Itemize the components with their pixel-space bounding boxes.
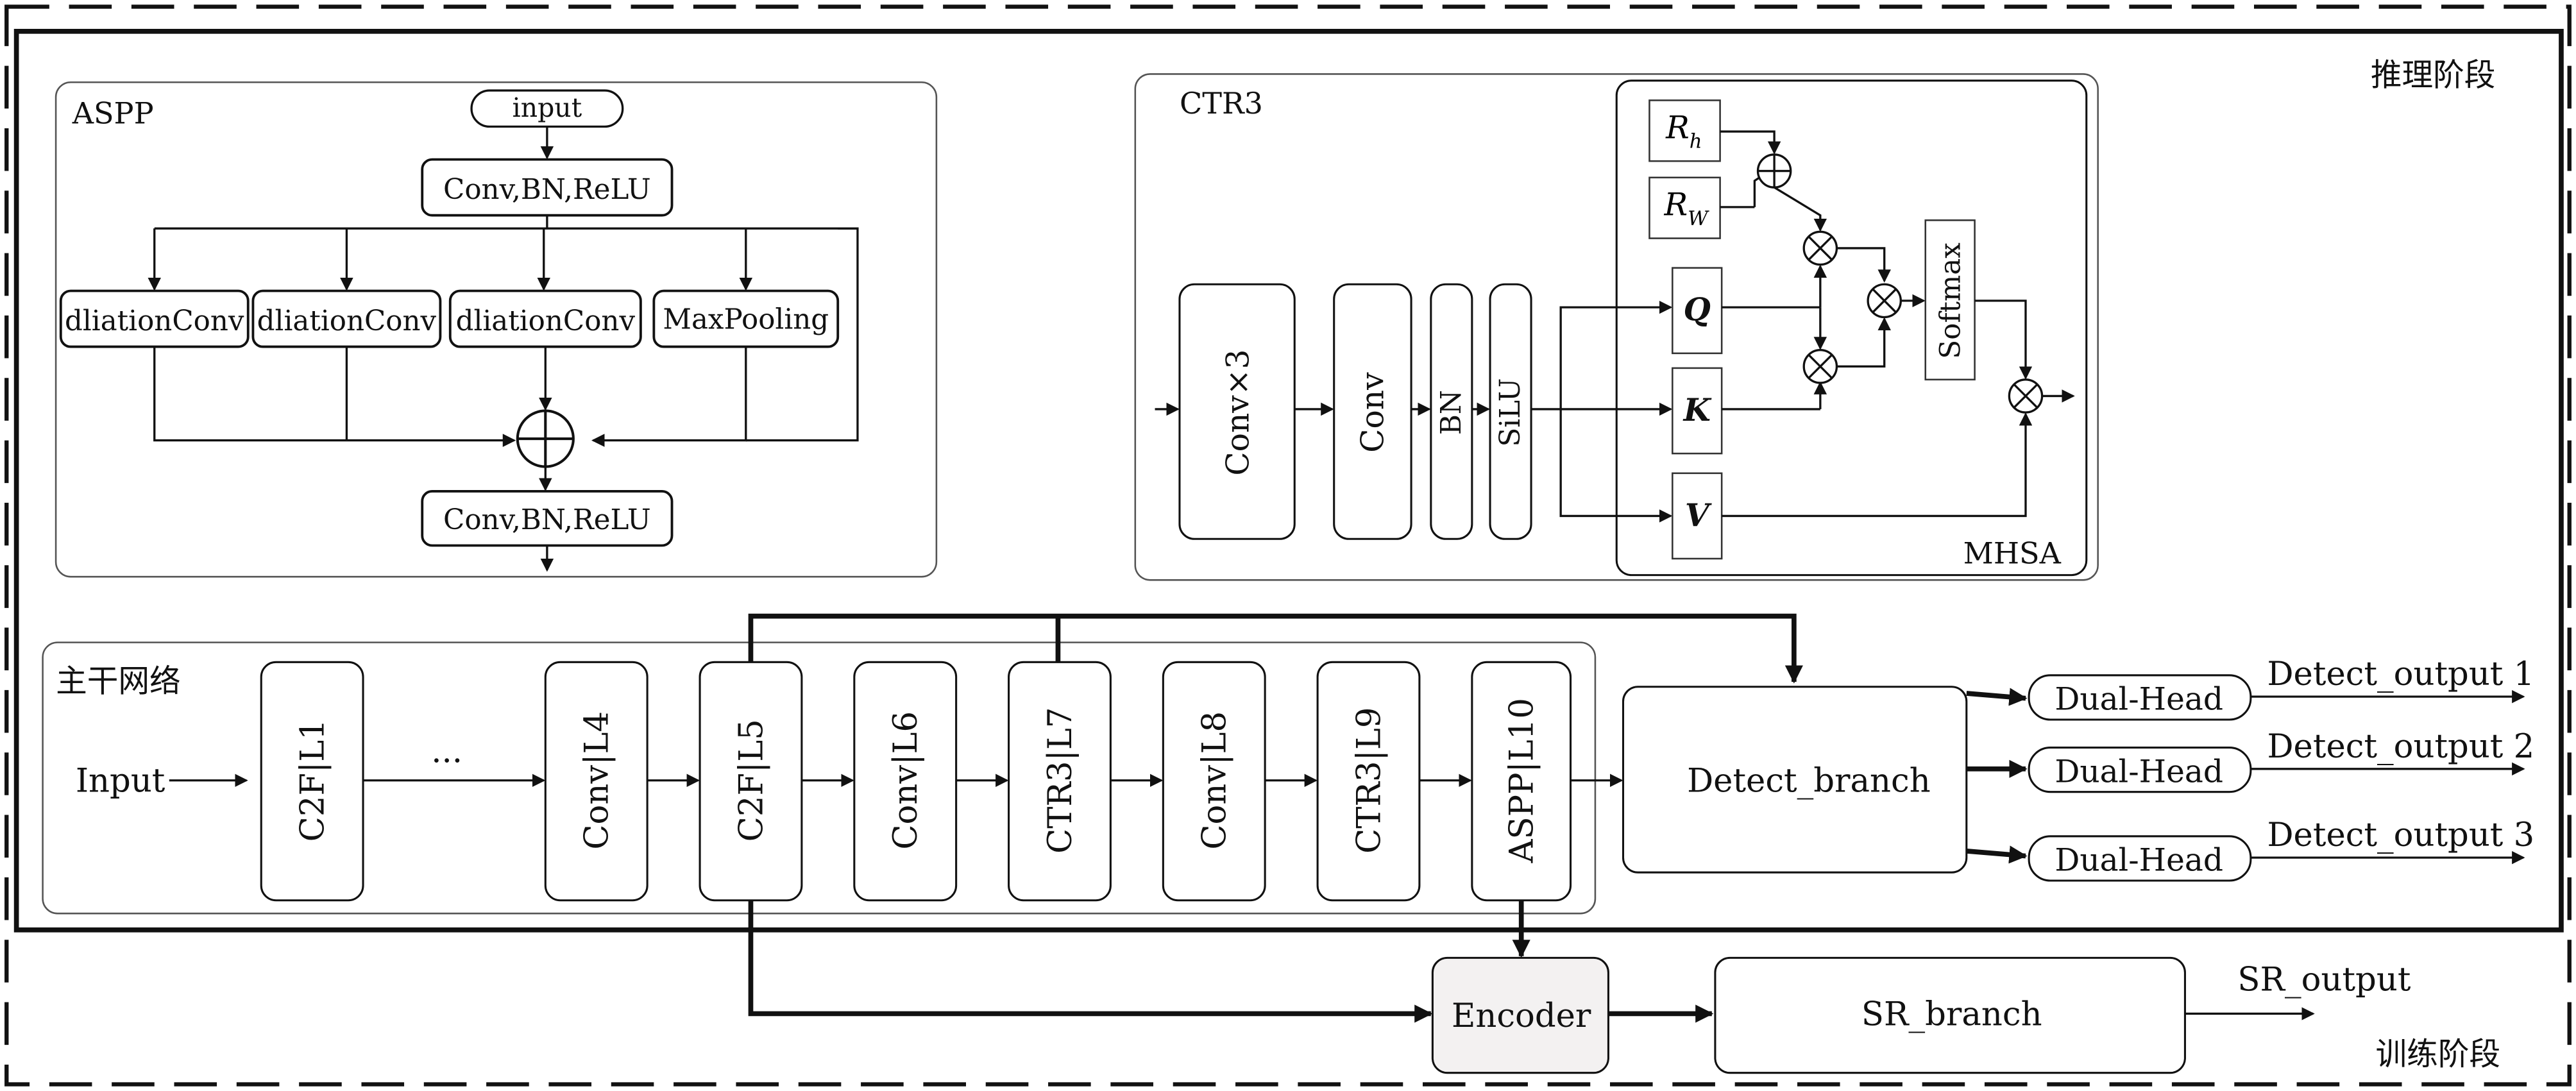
ctr3-conv-node <box>1333 283 1412 540</box>
training-stage-frame <box>4 4 2572 1087</box>
rh-label: Rh <box>1665 110 1702 153</box>
silu-to-q-path <box>1531 300 1673 410</box>
backbone-block-label-l1: C2F|L1 <box>294 719 332 842</box>
detect-to-head-1 <box>1966 688 2028 706</box>
add-to-mul1-path <box>1774 186 1827 232</box>
backbone-block-label-l7: CTR3|L7 <box>1041 707 1080 854</box>
inference-stage-frame <box>13 28 2564 933</box>
q-label: Q <box>1684 292 1711 328</box>
sr-output-label: SR_output <box>2237 961 2411 999</box>
detect-branch-node <box>1622 686 1968 874</box>
backbone-module: 主干网络 Input C2F|L1 ... Conv|L4 C2F|L5 Con… <box>42 641 1623 915</box>
ctr3-silu-label: SiLU <box>1495 378 1527 447</box>
training-stage-label: 训练阶段 <box>2376 1036 2501 1072</box>
mhsa-mul-icon-4 <box>2008 378 2044 414</box>
mul1-to-mul3 <box>1836 247 1891 283</box>
aspp-merge-path-4 <box>591 346 747 447</box>
mhsa-frame <box>1615 80 2088 577</box>
ctr3-module: CTR3 Conv×3 Conv BN SiLU MHSA Rh RW <box>1134 73 2099 581</box>
backbone-block-label-l10: ASPP|L10 <box>1503 698 1541 863</box>
softmax-node <box>1924 219 1976 381</box>
aspp-title: ASPP <box>72 96 154 130</box>
aspp-branch-label-2: dliationConv <box>257 305 437 337</box>
ctr3-bn-node <box>1430 283 1473 540</box>
detect-output-label-1: Detect_output 1 <box>2267 655 2534 693</box>
detect-branch-label: Detect_branch <box>1687 762 1931 800</box>
backbone-frame <box>42 641 1597 915</box>
ctr3-bn-label: BN <box>1436 390 1468 435</box>
backbone-input-label: Input <box>76 762 165 800</box>
aspp-merge-path-1 <box>153 346 516 447</box>
q-node <box>1672 267 1723 355</box>
backbone-block-label-l5: C2F|L5 <box>732 719 770 842</box>
aspp-add-icon <box>516 409 575 468</box>
backbone-block-label-l4: Conv|L4 <box>578 711 616 850</box>
silu-to-v-path <box>1559 409 1673 523</box>
dual-head-label-2: Dual-Head <box>2055 754 2223 790</box>
aspp-branch-label-3: dliationConv <box>456 305 636 337</box>
backbone-block-label-l9: CTR3|L9 <box>1350 707 1388 854</box>
aspp-input-label: input <box>513 92 582 123</box>
mhsa-add-icon <box>1756 153 1792 189</box>
aspp-skip-path <box>745 227 859 442</box>
detect-to-head-3 <box>1966 845 2028 864</box>
ctr3-frame <box>1134 73 2099 581</box>
aspp-bottom-conv-label: Conv,BN,ReLU <box>443 504 651 536</box>
sr-module: Encoder SR_branch SR_output <box>1431 956 2411 1074</box>
mhsa-title: MHSA <box>1963 536 2062 571</box>
mhsa-mul-icon-2 <box>1802 349 1838 384</box>
ctr3-silu-node <box>1489 283 1532 540</box>
v-to-mul4 <box>1722 412 2033 518</box>
ctr3-title: CTR3 <box>1180 86 1263 121</box>
k-node <box>1672 367 1723 455</box>
backbone-block-label-l6: Conv|L6 <box>886 711 925 850</box>
mhsa-mul-icon-1 <box>1802 230 1838 266</box>
inference-stage-label: 推理阶段 <box>2371 57 2496 93</box>
sr-branch-label: SR_branch <box>1861 995 2042 1033</box>
detect-module: Detect_branch Dual-Head Dual-Head Dual-H… <box>1622 655 2534 882</box>
ctr3-conv3-label: Conv×3 <box>1221 350 1257 476</box>
v-label: V <box>1685 497 1712 534</box>
detect-output-label-3: Detect_output 3 <box>2267 816 2534 854</box>
backbone-title: 主干网络 <box>56 663 181 699</box>
softmax-label: Softmax <box>1935 242 1967 359</box>
rw-node <box>1648 176 1721 239</box>
sr-branch-node <box>1714 956 2186 1074</box>
rw-to-add-path-up <box>1753 176 1760 207</box>
ctr3-conv-label: Conv <box>1355 372 1391 453</box>
detect-output-label-2: Detect_output 2 <box>2267 727 2534 766</box>
k-label: K <box>1682 392 1712 428</box>
aspp-frame <box>55 81 938 578</box>
softmax-to-mul4 <box>1974 300 2033 380</box>
v-node <box>1672 472 1723 560</box>
dual-head-label-1: Dual-Head <box>2055 682 2223 718</box>
mul2-to-mul3 <box>1836 317 1891 368</box>
rw-label: RW <box>1664 187 1710 230</box>
aspp-module: ASPP input Conv,BN,ReLU dliationConv dli… <box>55 81 938 578</box>
dual-head-label-3: Dual-Head <box>2055 843 2223 879</box>
encoder-label: Encoder <box>1452 997 1591 1035</box>
skip-l5-l7-to-detect <box>748 613 1803 684</box>
mhsa-mul-icon-3 <box>1867 283 1902 319</box>
aspp-top-conv-label: Conv,BN,ReLU <box>443 174 651 206</box>
backbone-ellipsis: ... <box>431 732 462 771</box>
aspp-branch-label-4: MaxPooling <box>663 303 829 335</box>
backbone-block-label-l8: Conv|L8 <box>1196 711 1234 850</box>
rh-to-add-path <box>1720 130 1781 155</box>
ctr3-conv3-node <box>1178 283 1296 540</box>
aspp-branch-label-1: dliationConv <box>65 305 244 337</box>
skip-l5-to-encoder <box>748 900 1433 1023</box>
